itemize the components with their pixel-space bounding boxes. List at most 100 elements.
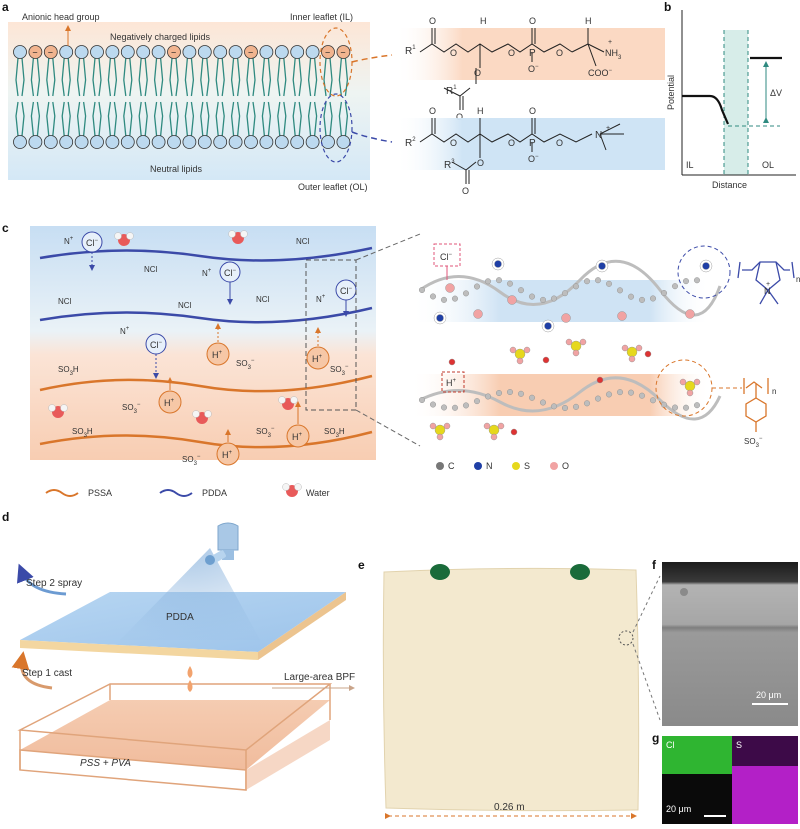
upper-lipid-row: −−−−−− [13, 45, 351, 97]
svg-text:N: N [486, 461, 493, 471]
svg-text:SO3−: SO3− [236, 358, 255, 371]
material-legend: PSSA PDDA Water [45, 483, 330, 498]
spray-gun-icon [205, 522, 239, 566]
atom [584, 278, 591, 285]
svg-text:NCl: NCl [144, 265, 158, 274]
neutral-lipid [228, 101, 243, 149]
atom [661, 401, 668, 408]
atom [494, 260, 502, 268]
neutral-lipid [59, 101, 74, 149]
atom [496, 277, 503, 284]
svg-text:C: C [448, 461, 455, 471]
atom [679, 378, 687, 386]
atom [473, 309, 483, 319]
panel-letter-b: b [664, 0, 671, 14]
svg-text:Cl−: Cl− [150, 340, 163, 350]
chem-o-7: O [456, 112, 463, 122]
legend-pssa: PSSA [88, 488, 112, 498]
sem-image [662, 562, 798, 726]
membrane-sheet: PDDA [20, 548, 346, 660]
neutral-lipid [28, 101, 43, 149]
atom [542, 356, 550, 364]
cl-map-signal [662, 736, 732, 774]
svg-text:H+: H+ [164, 398, 175, 408]
svg-text:O: O [562, 461, 569, 471]
chem-o-14: O [462, 186, 469, 196]
atom [661, 290, 668, 297]
water-molecules [48, 230, 298, 424]
lipid [274, 45, 289, 97]
chem-o-13: O [556, 138, 563, 148]
atom [443, 422, 451, 430]
neutral-lipid [197, 101, 212, 149]
potential-curve-il [682, 94, 730, 125]
neutral-lipid [13, 101, 27, 149]
panel-letter-d: d [2, 510, 9, 524]
chem-r1: R1 [405, 45, 416, 57]
pdda-chain-2 [39, 306, 373, 324]
svg-text:H+: H+ [212, 350, 223, 360]
chem-h-3: H [477, 106, 484, 116]
atom [579, 338, 587, 346]
lipid [259, 45, 274, 97]
atom [617, 389, 624, 396]
legend-water: Water [306, 488, 330, 498]
neutral-lipid [244, 101, 258, 149]
atom [573, 403, 580, 410]
atom [430, 293, 437, 300]
atom [584, 400, 591, 407]
svg-text:SO3H: SO3H [58, 365, 79, 377]
svg-text:n: n [772, 387, 776, 396]
sample-spot [618, 630, 634, 646]
neutral-lipid [167, 101, 181, 149]
large-area-label: Large-area BPF [284, 672, 355, 683]
panel-e: e 0.26 m [358, 558, 661, 824]
neutral-lipid [305, 101, 320, 149]
neutral-lipid [151, 101, 166, 149]
neutral-lipid [182, 101, 197, 149]
delta-v-label: ΔV [770, 88, 782, 98]
atom [488, 424, 500, 436]
atom [523, 346, 531, 354]
atom-legend: C N S O [436, 461, 569, 471]
svg-text:H+: H+ [292, 432, 303, 442]
charged-lipid: − [28, 45, 43, 97]
il-label: IL [686, 160, 694, 170]
atom [419, 397, 426, 404]
chem-nh3: NH3 [605, 48, 622, 61]
svg-text:N+: N+ [64, 236, 74, 246]
atom [474, 283, 481, 290]
svg-text:N+: N+ [316, 294, 326, 304]
svg-text:S: S [524, 461, 530, 471]
zoom-to-f-top [632, 575, 661, 633]
atom [694, 402, 701, 409]
casting-tray: PSS + PVA [17, 683, 333, 791]
svg-text:Cl−: Cl− [340, 286, 353, 296]
chem-p-2: P [529, 138, 536, 149]
svg-text:H+: H+ [446, 378, 457, 388]
svg-text:SO3−: SO3− [256, 426, 275, 439]
atom [684, 380, 696, 392]
atom [621, 344, 629, 352]
lower-lipid-row [13, 101, 351, 149]
step1-label: Step 1 cast [22, 668, 72, 679]
step1-arrow [11, 651, 53, 690]
atom [510, 428, 518, 436]
svg-text:N+: N+ [202, 268, 212, 278]
cl-map-label: Cl [666, 740, 675, 750]
atom [518, 287, 525, 294]
chem-n: N [595, 130, 602, 141]
panel-g: g Cl S 20 μm [652, 731, 798, 824]
chloride-ions: Cl− Cl− Cl− Cl− [81, 231, 357, 379]
zoom-line-bottom [355, 409, 421, 447]
chem-r3: R3 [444, 159, 455, 171]
atom [485, 278, 492, 285]
atom [595, 277, 602, 284]
svg-text:n: n [796, 275, 800, 284]
lipid [305, 45, 320, 97]
proton-ions: H+ H+ H+ H+ H+ [158, 323, 330, 466]
atom [626, 346, 638, 358]
atom [606, 280, 613, 287]
lipid [136, 45, 151, 97]
charged-lipid: − [244, 45, 258, 97]
